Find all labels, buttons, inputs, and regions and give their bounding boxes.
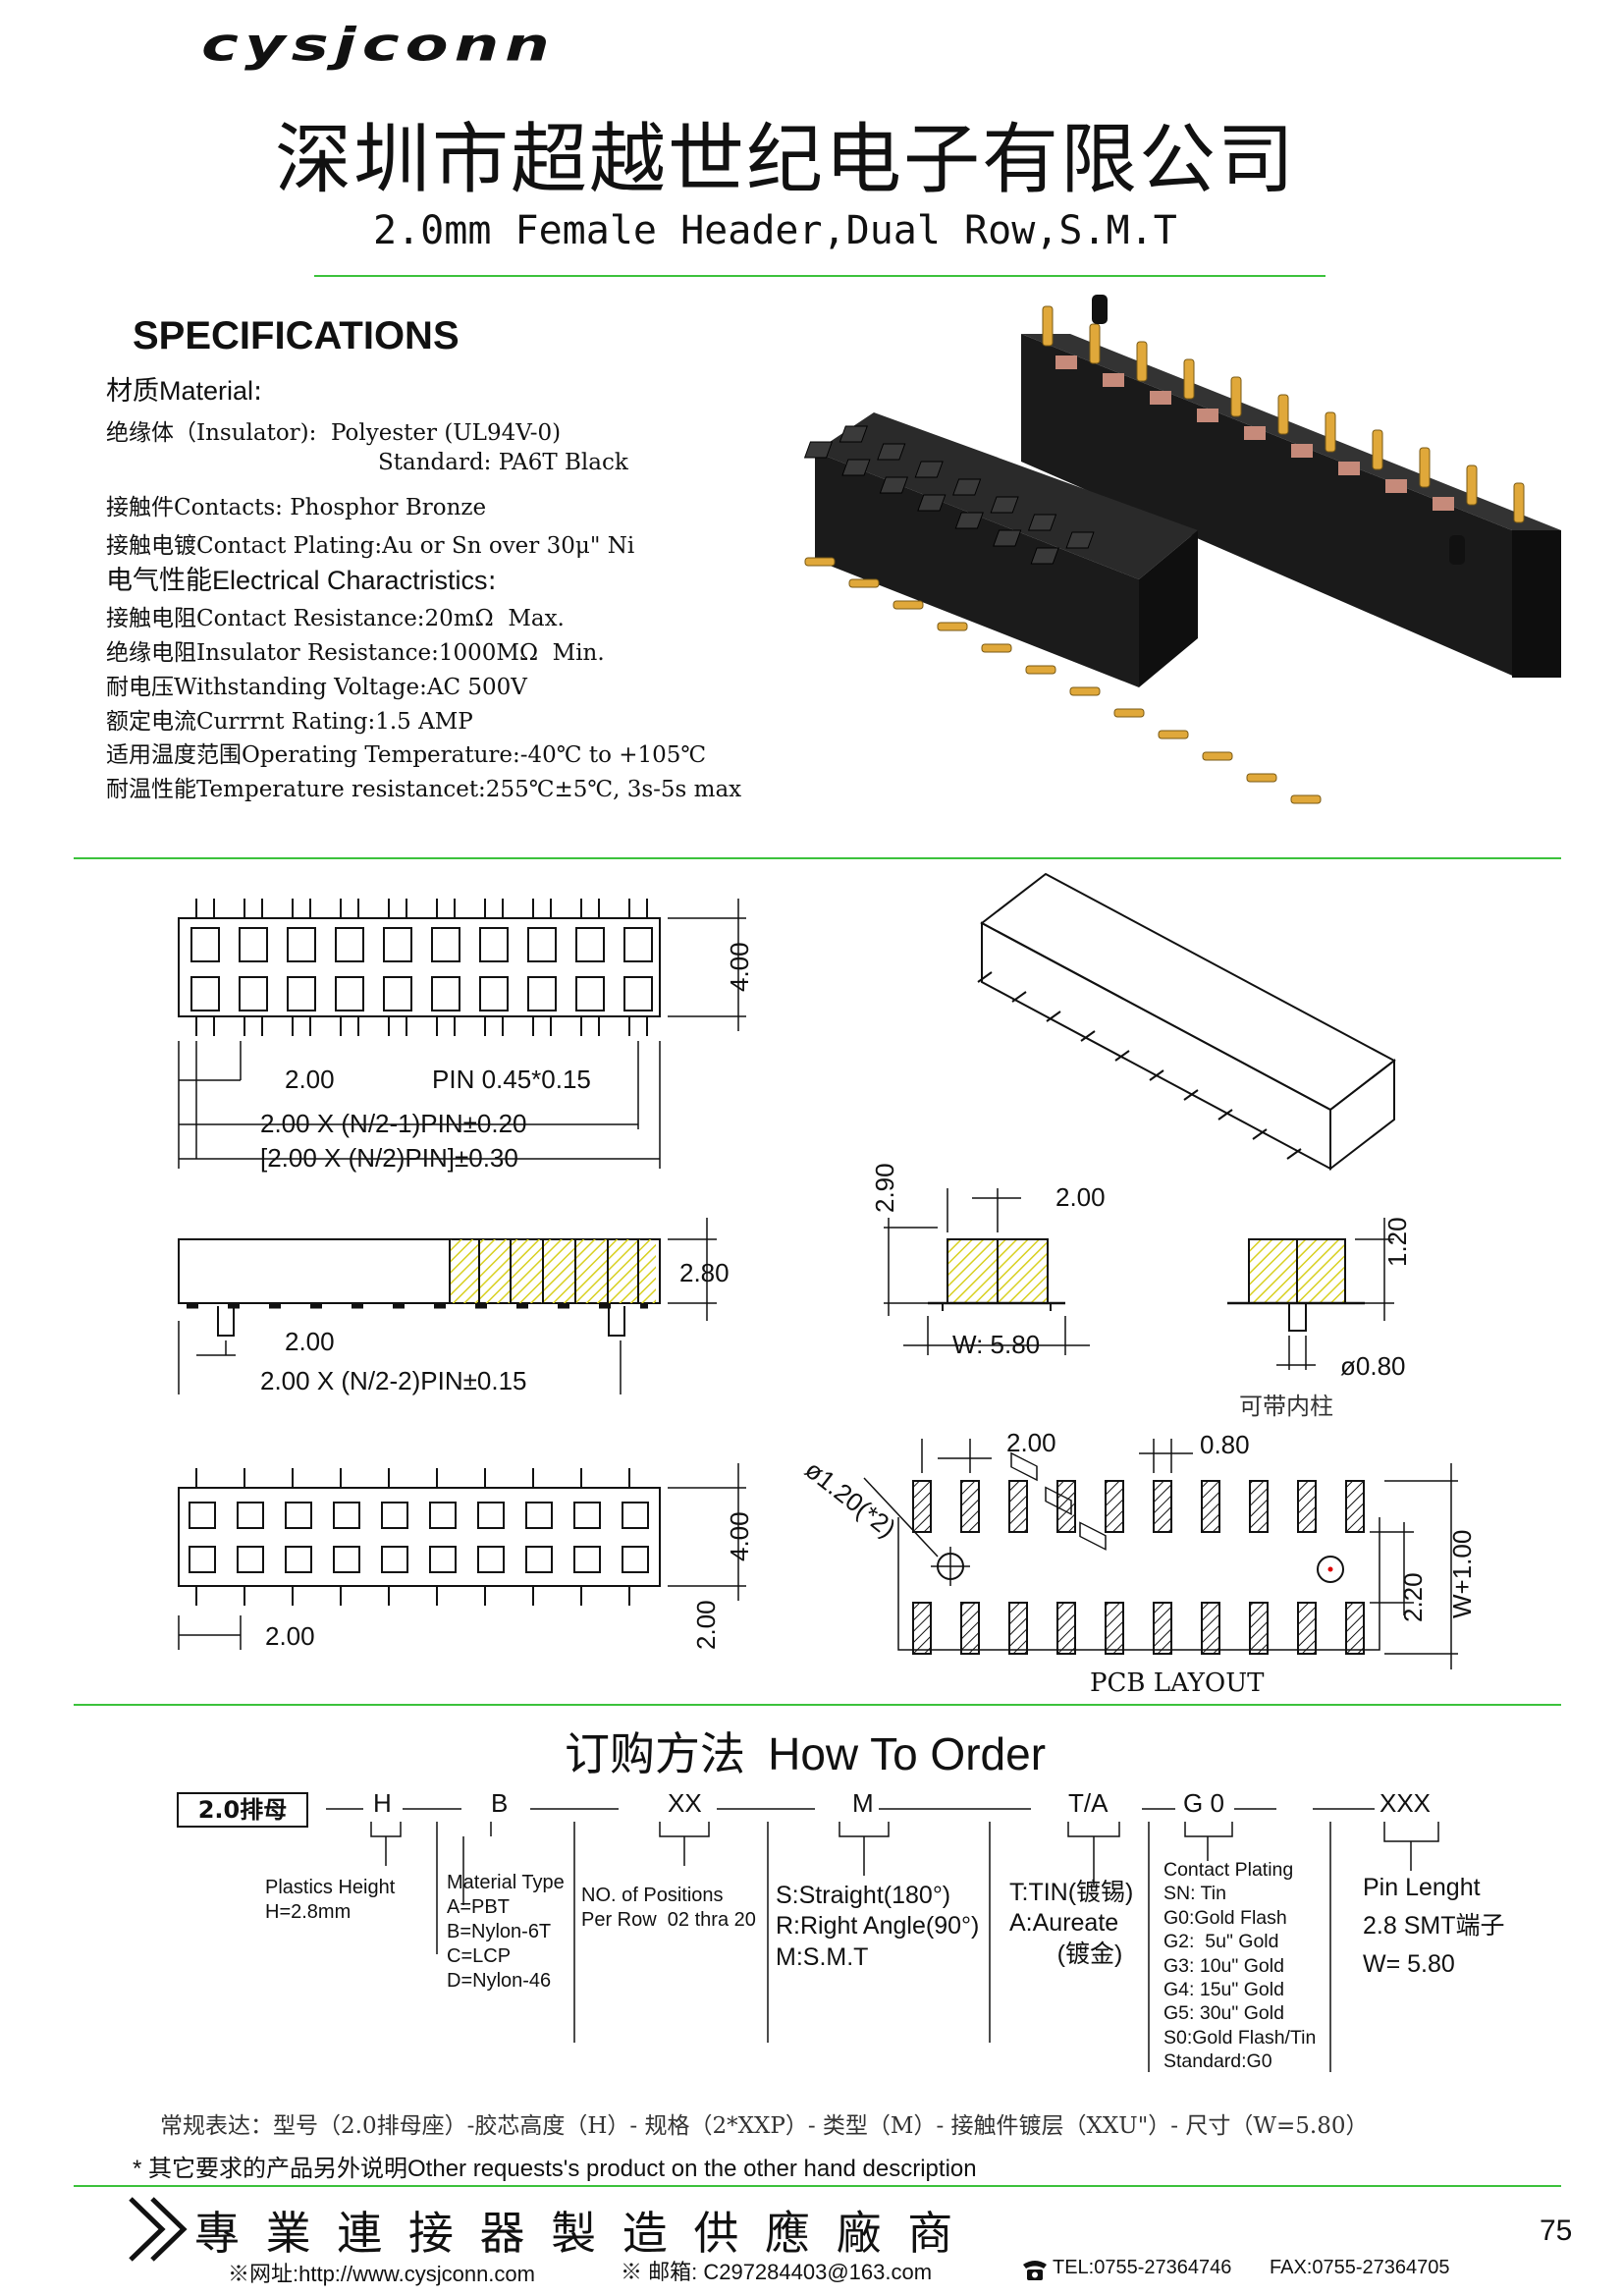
spec-contacts: 接触件Contacts: Phosphor Bronze bbox=[106, 495, 487, 520]
end-view-height-label: 2.90 bbox=[870, 1163, 899, 1213]
order-code-box-label: 2.0排母 bbox=[197, 1796, 288, 1824]
order-code-b: B bbox=[491, 1788, 509, 1818]
spec-operating-temp: 适用温度范围Operating Temperature:-40℃ to +105… bbox=[106, 742, 707, 768]
order-material-type: Material Type A=PBT B=Nylon-6T C=LCP D=N… bbox=[447, 1872, 565, 1992]
spec-insulator: 绝缘体（Insulator): Polyester (UL94V-0) bbox=[106, 420, 562, 446]
end-view-width-label: W: 5.80 bbox=[952, 1330, 1040, 1359]
electrical-label-cn: 电气性能 bbox=[106, 566, 212, 596]
post-view-diameter-label: ø0.80 bbox=[1340, 1351, 1406, 1381]
spec-contact-resistance: 接触电阻Contact Resistance:20mΩ Max. bbox=[106, 606, 565, 631]
order-code-xxx: XXX bbox=[1380, 1788, 1432, 1818]
top-view-formula1-label: 2.00 X (N/2-1)PIN±0.20 bbox=[260, 1109, 527, 1138]
pcb-pitch-label: 2.00 bbox=[1006, 1428, 1056, 1457]
electrical-label-colon: : bbox=[487, 566, 497, 596]
order-code-ta: T/A bbox=[1068, 1788, 1109, 1818]
electrical-label: 电气性能Electrical Charactristics: bbox=[106, 559, 497, 597]
chevron-icon bbox=[129, 2197, 188, 2262]
end-view bbox=[884, 1188, 1090, 1355]
order-title-en: How To Order bbox=[768, 1728, 1047, 1779]
logo: cysjconn bbox=[201, 19, 673, 84]
side-view-height-label: 2.80 bbox=[679, 1258, 730, 1287]
note-other-requests: * 其它要求的产品另外说明Other requests's product on… bbox=[133, 2156, 977, 2182]
order-plating-type: T:TIN(镀锡) A:Aureate (镀金) bbox=[1009, 1879, 1134, 1968]
material-label-colon: : bbox=[253, 376, 263, 407]
order-contact-plating: Contact Plating SN: Tin G0:Gold Flash G2… bbox=[1163, 1859, 1317, 2072]
bottom-view-pitch-label: 2.00 bbox=[265, 1621, 315, 1651]
order-pin-length: Pin Lenght 2.8 SMT端子 W= 5.80 bbox=[1363, 1874, 1505, 1978]
post-view-height-label: 1.20 bbox=[1382, 1217, 1412, 1267]
footer-slogan: 專 業 連 接 器 製 造 供 應 廠 商 bbox=[194, 2207, 959, 2260]
side-view-formula-label: 2.00 X (N/2-2)PIN±0.15 bbox=[260, 1366, 527, 1395]
order-type: S:Straight(180°) R:Right Angle(90°) M:S.… bbox=[776, 1882, 980, 1971]
order-code-xx: XX bbox=[668, 1788, 702, 1818]
specs-heading: SPECIFICATIONS bbox=[133, 314, 460, 357]
side-view-pitch-label: 2.00 bbox=[285, 1327, 335, 1356]
order-code-box: 2.0排母 bbox=[177, 1792, 308, 1828]
pcb-total-label: W+1.00 bbox=[1447, 1530, 1477, 1618]
material-label-en: Material bbox=[159, 376, 254, 406]
logo-text: cysjconn bbox=[201, 19, 556, 72]
render-back-connector bbox=[1021, 295, 1561, 678]
top-view bbox=[178, 899, 746, 1169]
top-view-height-label: 4.00 bbox=[725, 942, 754, 992]
order-positions: NO. of Positions Per Row 02 thra 20 bbox=[581, 1885, 756, 1931]
order-code-h: H bbox=[373, 1788, 392, 1818]
footer-fax: FAX:0755-27364705 bbox=[1270, 2257, 1450, 2278]
header-divider bbox=[314, 275, 1325, 277]
order-code-connectors bbox=[326, 1808, 1439, 2072]
side-view bbox=[178, 1218, 717, 1394]
post-view-caption: 可带内柱 bbox=[1239, 1393, 1333, 1420]
section-divider-2 bbox=[74, 1704, 1561, 1706]
footer-tel: TEL:0755-27364746 bbox=[1053, 2257, 1232, 2278]
spec-insulator-standard: Standard: PA6T Black bbox=[378, 450, 628, 475]
spec-withstanding-voltage: 耐电压Withstanding Voltage:AC 500V bbox=[106, 675, 527, 700]
order-title: 订购方法 How To Order bbox=[565, 1719, 1046, 1783]
product-title: 2.0mm Female Header,Dual Row,S.M.T bbox=[373, 208, 1177, 253]
end-view-pitch-label: 2.00 bbox=[1055, 1182, 1106, 1212]
order-code-m: M bbox=[852, 1788, 874, 1818]
top-view-pins bbox=[190, 899, 653, 1036]
spec-plating: 接触电镀Contact Plating:Au or Sn over 30μ" N… bbox=[106, 533, 635, 559]
pcb-row-gap-label: 2.20 bbox=[1398, 1572, 1428, 1622]
order-plastics-height: Plastics Height H=2.8mm bbox=[265, 1877, 396, 1923]
top-view-pitch-label: 2.00 bbox=[285, 1065, 335, 1094]
order-title-cn: 订购方法 bbox=[565, 1727, 745, 1780]
electrical-label-en: Electrical Charactristics bbox=[212, 566, 488, 595]
pcb-pad-width-label: 0.80 bbox=[1200, 1430, 1250, 1459]
company-name: 深圳市超越世纪电子有限公司 bbox=[275, 116, 1297, 204]
order-code-g0: G 0 bbox=[1183, 1788, 1224, 1818]
material-label: 材质Material: bbox=[106, 369, 262, 408]
footer-website: ※网址:http://www.cysjconn.com bbox=[228, 2262, 535, 2286]
bottom-view-offset-label: 2.00 bbox=[691, 1600, 721, 1650]
pcb-layout bbox=[863, 1439, 1458, 1669]
render-front-connector bbox=[803, 412, 1322, 804]
isometric-view bbox=[977, 872, 1396, 1551]
spec-current-rating: 额定电流Currrnt Rating:1.5 AMP bbox=[106, 709, 473, 735]
spec-insulator-resistance: 绝缘电阻Insulator Resistance:1000MΩ Min. bbox=[106, 640, 605, 666]
pcb-caption: PCB LAYOUT bbox=[1090, 1668, 1265, 1698]
spec-temp-resistance: 耐温性能Temperature resistancet:255℃±5℃, 3s-… bbox=[106, 777, 742, 802]
material-label-cn: 材质 bbox=[106, 376, 159, 407]
technical-drawings: 4.00 2.00 PIN 0.45*0.15 2.00 X (N/2-1)PI… bbox=[178, 872, 1477, 1698]
footer-divider bbox=[74, 2185, 1561, 2187]
phone-icon bbox=[1023, 2261, 1047, 2280]
section-divider-1 bbox=[74, 857, 1561, 859]
bottom-view bbox=[178, 1463, 746, 1650]
top-view-pin-label: PIN 0.45*0.15 bbox=[432, 1065, 591, 1094]
note-regular-expression: 常规表达：型号（2.0排母座）-胶芯高度（H）- 规格（2*XXP）- 类型（M… bbox=[160, 2113, 1369, 2139]
top-view-formula2-label: [2.00 X (N/2)PIN]±0.30 bbox=[260, 1143, 518, 1173]
product-render bbox=[803, 295, 1561, 804]
post-view bbox=[1227, 1218, 1394, 1370]
footer-email: ※ 邮箱: C297284403@163.com bbox=[621, 2260, 933, 2284]
pcb-hole-label: ø1.20(*2) bbox=[799, 1454, 901, 1543]
bottom-view-height-label: 4.00 bbox=[725, 1511, 754, 1561]
page-number: 75 bbox=[1540, 2214, 1573, 2247]
